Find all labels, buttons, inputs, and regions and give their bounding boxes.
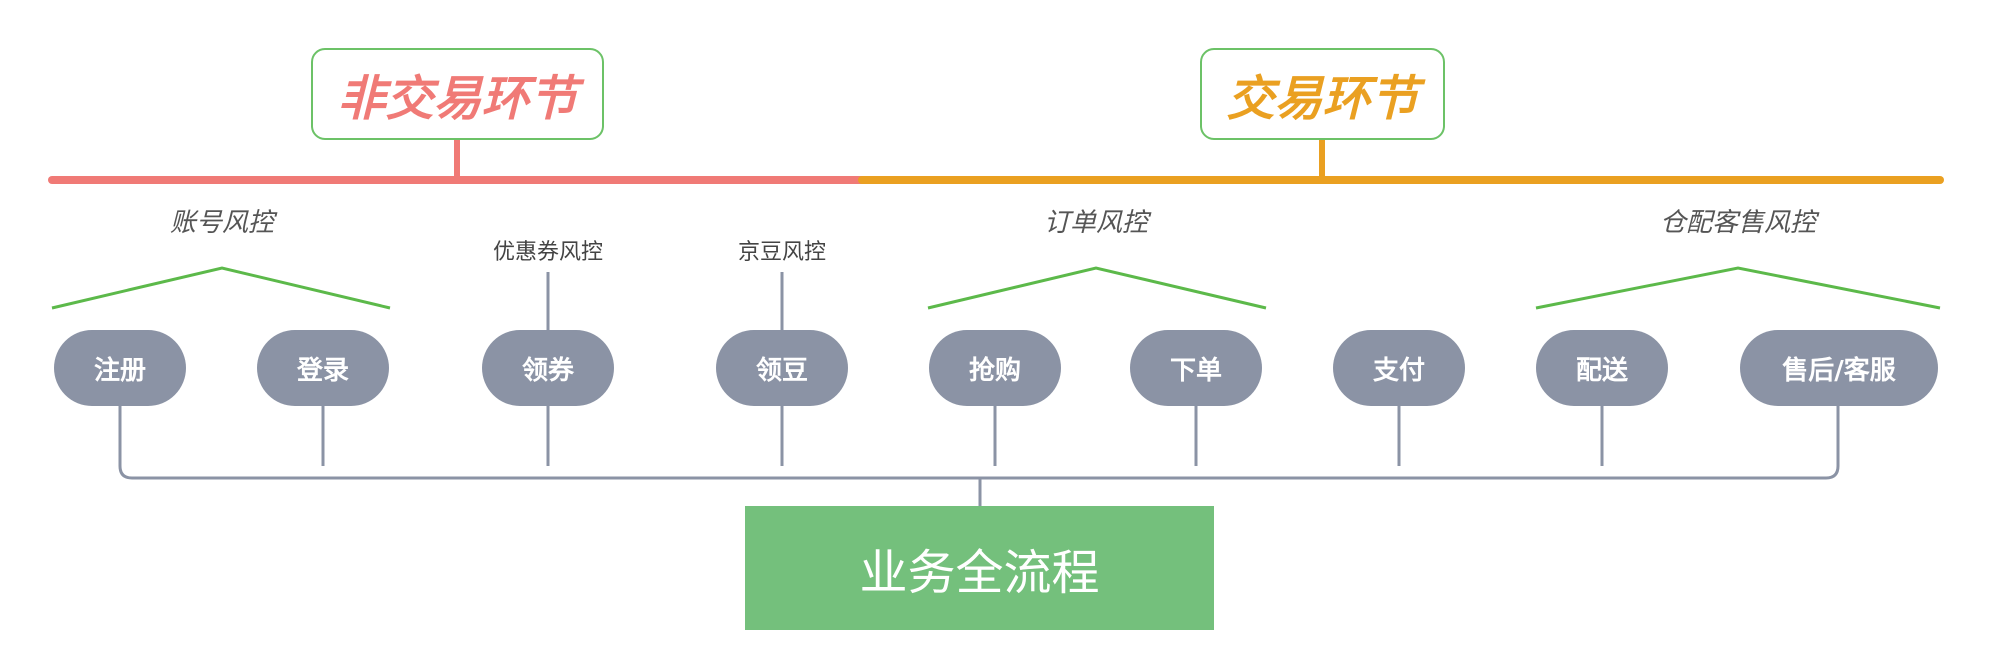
- place-order-node: 下单: [1130, 330, 1262, 406]
- node-drop-lines: [118, 404, 1840, 466]
- coupon-risk-label: 优惠券风控: [492, 240, 604, 265]
- login-node: 登录: [257, 330, 389, 406]
- delivery-node-label: 配送: [1575, 355, 1628, 386]
- register-node: 注册: [54, 330, 186, 406]
- claim-coupon-node-label: 领券: [521, 355, 574, 386]
- trade-title-text: 交易环节: [1226, 71, 1419, 127]
- after-sales-node-label: 售后/客服: [1782, 355, 1896, 386]
- bean-risk-label: 京豆风控: [737, 240, 827, 265]
- business-process-box: 业务全流程: [745, 506, 1214, 630]
- claim-bean-node-label: 领豆: [755, 355, 808, 386]
- non-trade-section-title: 非交易环节: [311, 48, 604, 140]
- bus-line: [118, 465, 1840, 480]
- flash-buy-node: 抢购: [929, 330, 1061, 406]
- after-sales-node: 售后/客服: [1740, 330, 1938, 406]
- fulfillment-risk-label: 仓配客售风控: [1659, 208, 1817, 238]
- order-risk-label: 订单风控: [1043, 208, 1149, 238]
- pay-node: 支付: [1333, 330, 1465, 406]
- business-process-title: 业务全流程: [859, 545, 1100, 601]
- order-risk-bracket: [927, 266, 1267, 310]
- claim-coupon-node: 领券: [482, 330, 614, 406]
- register-node-label: 注册: [93, 355, 146, 386]
- login-node-label: 登录: [296, 355, 349, 386]
- non-trade-title-text: 非交易环节: [337, 71, 578, 127]
- delivery-node: 配送: [1536, 330, 1668, 406]
- pay-node-label: 支付: [1372, 355, 1425, 386]
- place-order-node-label: 下单: [1169, 355, 1222, 386]
- account-risk-label: 账号风控: [169, 208, 275, 238]
- trade-section-title: 交易环节: [1200, 48, 1445, 140]
- flash-buy-node-label: 抢购: [968, 355, 1021, 386]
- claim-bean-node: 领豆: [716, 330, 848, 406]
- fulfillment-risk-bracket: [1535, 266, 1941, 310]
- account-risk-bracket: [51, 266, 391, 310]
